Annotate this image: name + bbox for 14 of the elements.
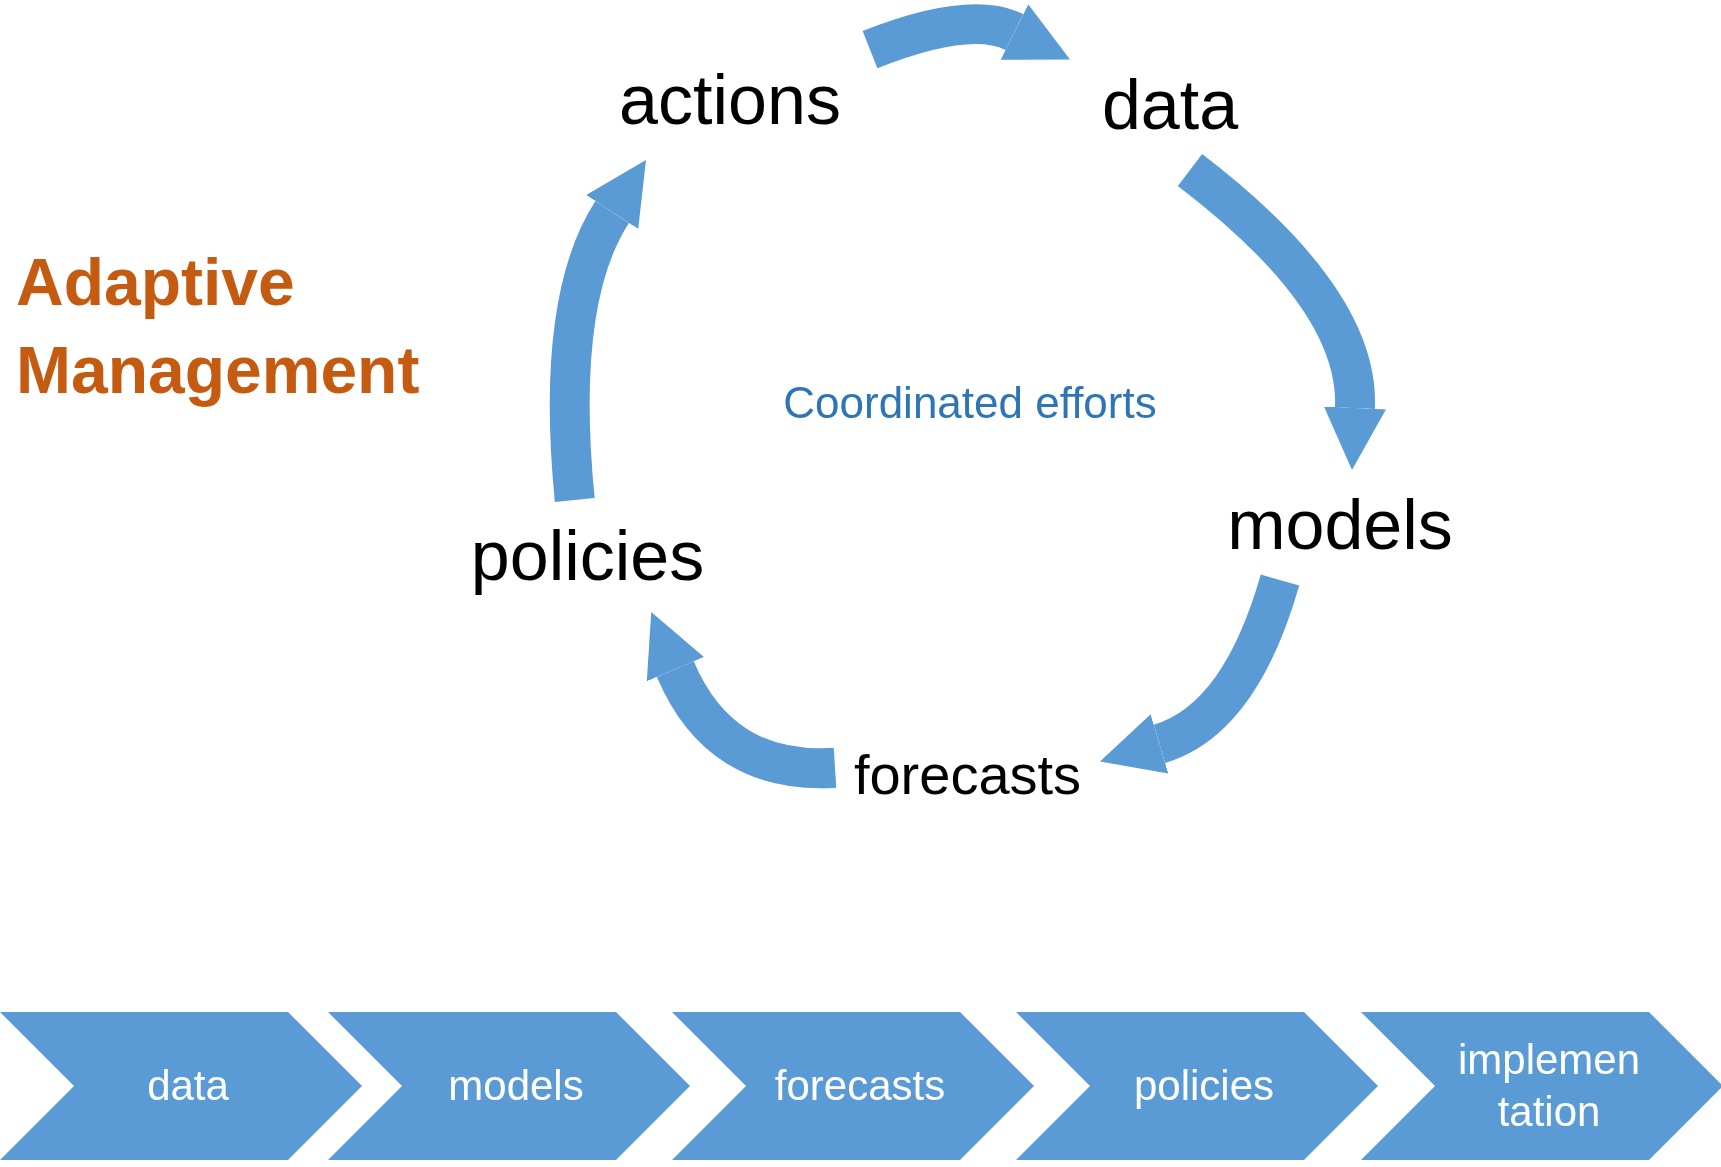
cycle-step-label: actions <box>619 65 841 135</box>
chevron-step: models <box>328 1012 690 1160</box>
center-label: Coordinated efforts <box>782 377 1158 429</box>
cycle-step-label: data <box>1101 70 1239 140</box>
cycle-step-label: models <box>1227 490 1453 560</box>
chevron-step: forecasts <box>672 1012 1034 1160</box>
curved-arrow <box>1101 574 1300 773</box>
title: Adaptive Management <box>16 244 421 409</box>
chevron-step: data <box>0 1012 362 1160</box>
curved-arrow <box>1177 154 1386 471</box>
curved-arrow <box>549 158 644 502</box>
cycle-step-label: forecasts <box>853 747 1082 803</box>
chevron-step: policies <box>1016 1012 1378 1160</box>
chevron-step: implemen tation <box>1361 1012 1721 1160</box>
